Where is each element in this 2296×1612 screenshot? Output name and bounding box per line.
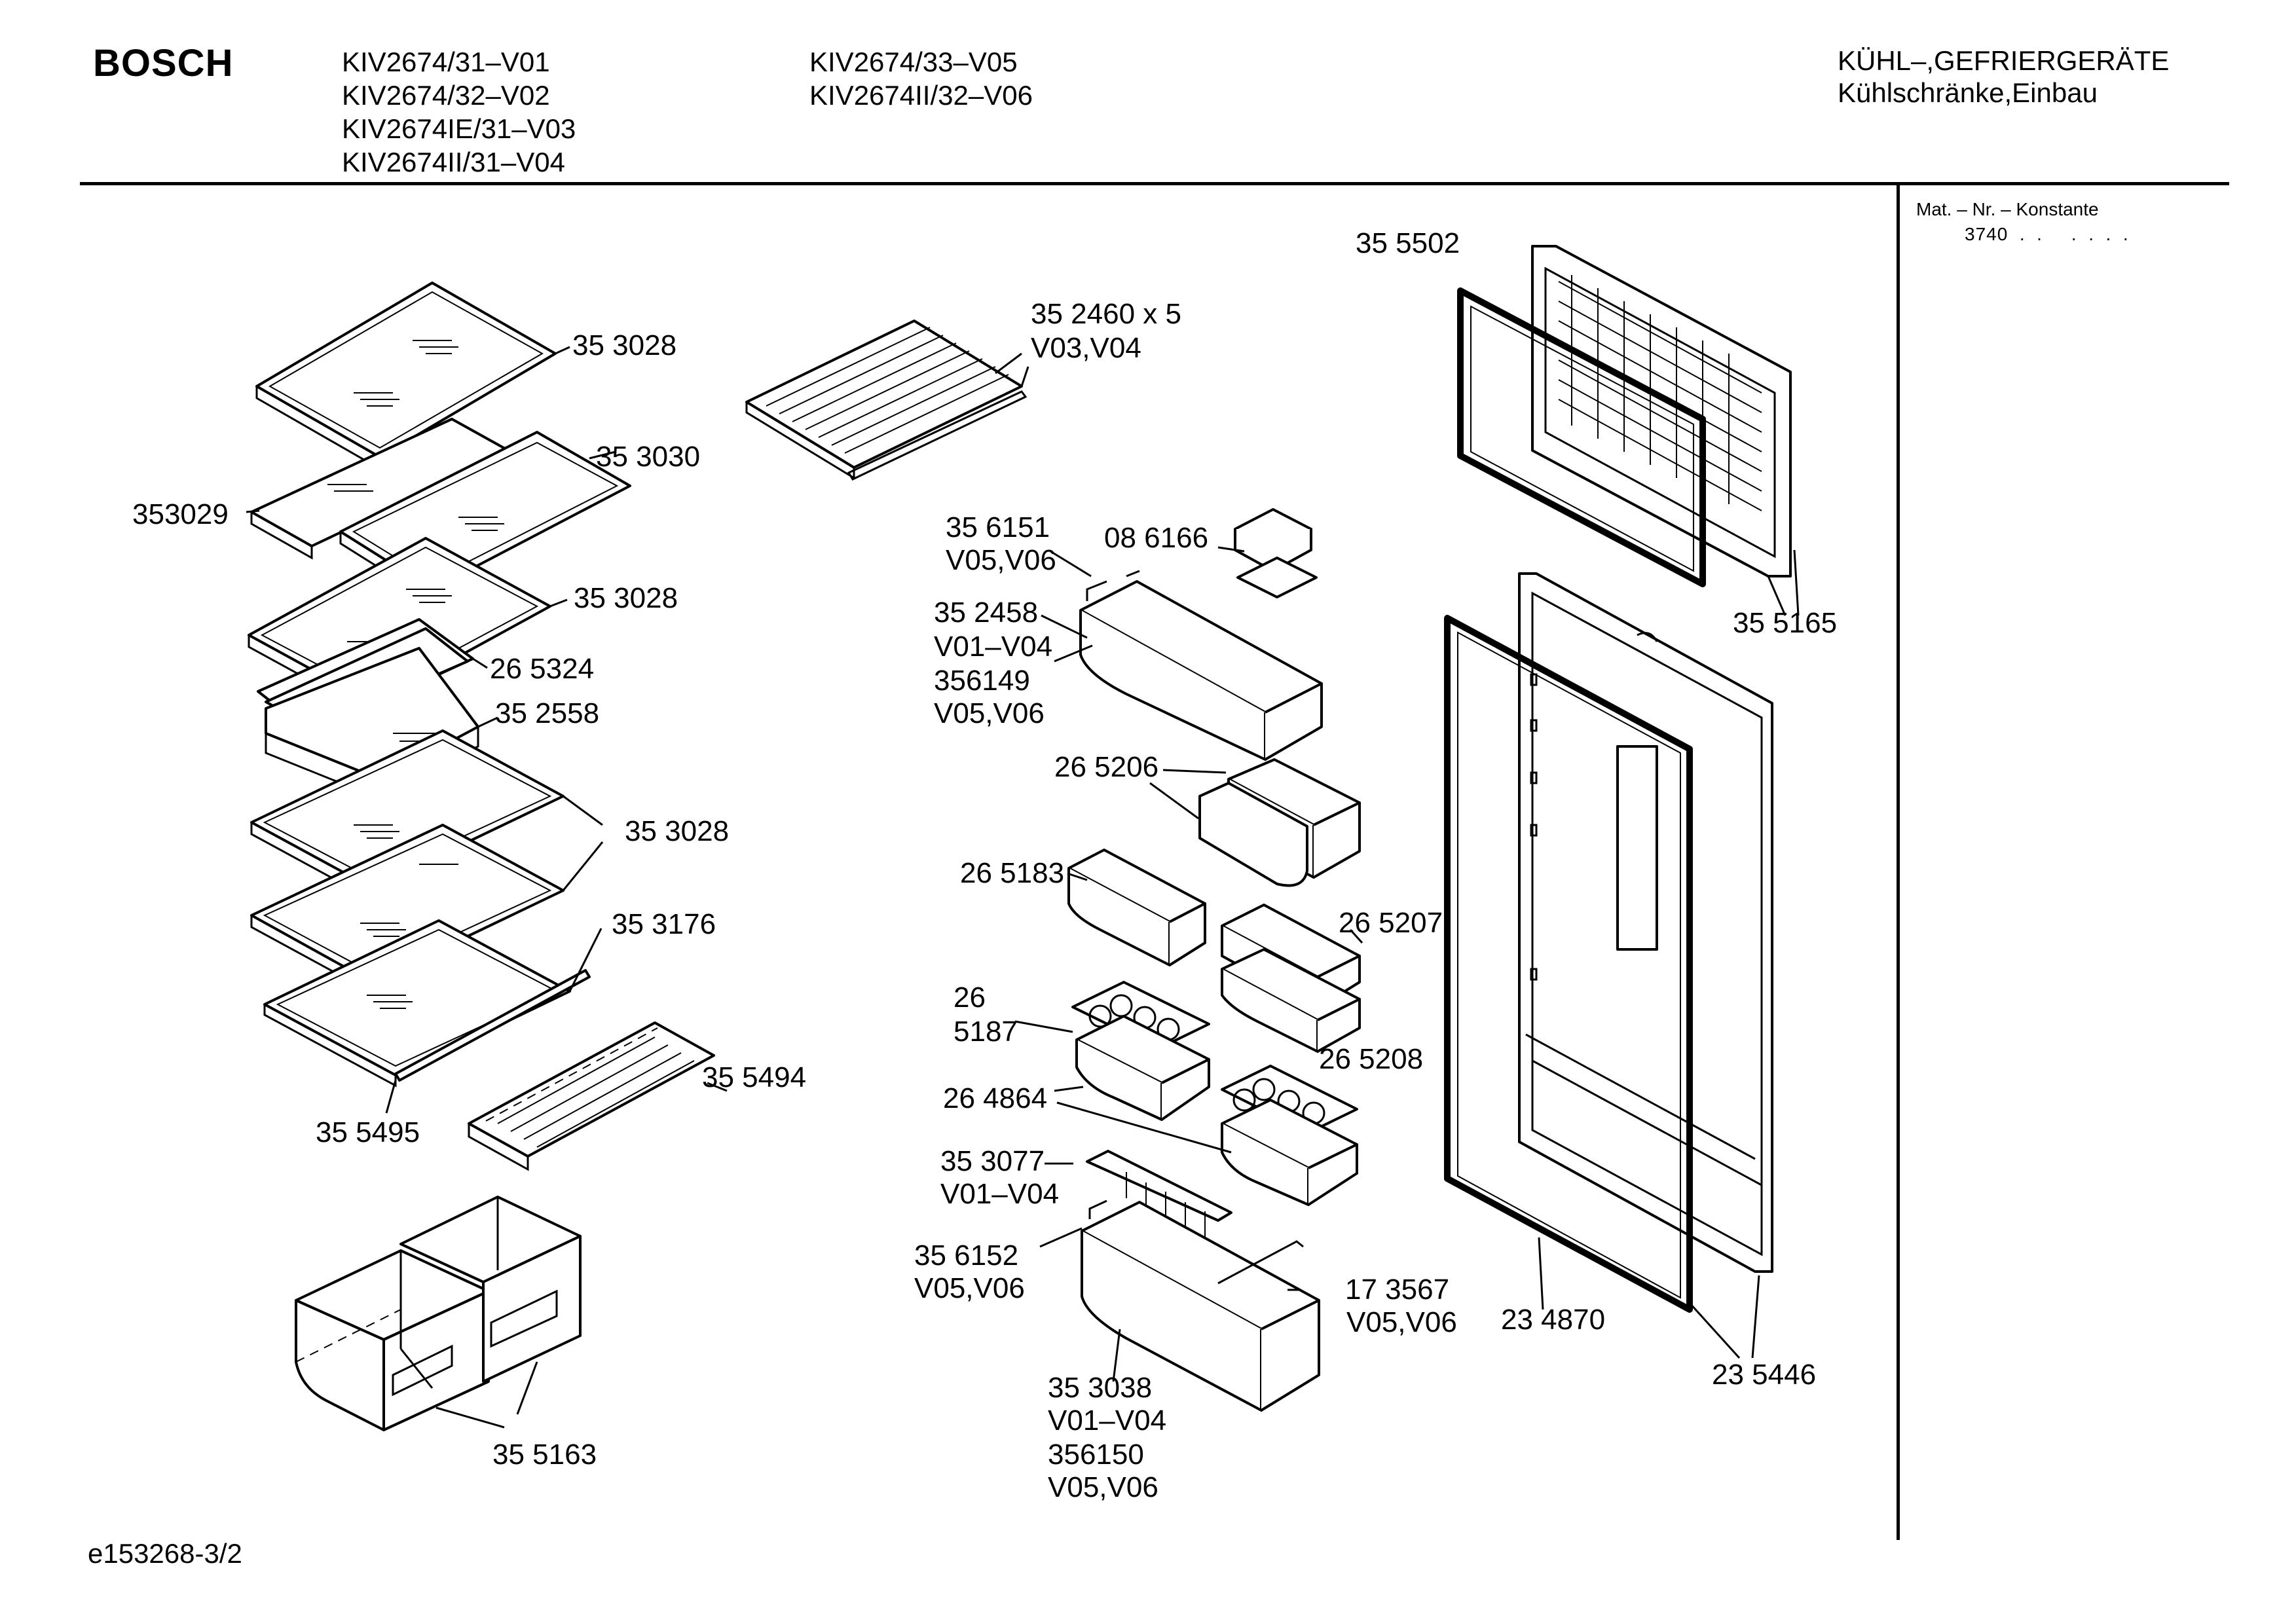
part-label: 35 5495 [316, 1116, 420, 1148]
model-number: KIV2674/31–V01 [342, 46, 550, 77]
brand-logo: BOSCH [93, 42, 234, 84]
part-label: 35 3028 [574, 582, 678, 614]
bin-small-left [1067, 849, 1206, 966]
part-label: V01–V04 [940, 1178, 1059, 1210]
freezer-door-gasket [1457, 287, 1706, 587]
part-label: 35 3077— [940, 1145, 1073, 1177]
model-number: KIV2674/33–V05 [809, 46, 1018, 77]
part-label: V05,V06 [946, 544, 1056, 576]
part-label: 26 4864 [943, 1082, 1047, 1114]
part-label: 356150 [1048, 1438, 1144, 1471]
leader-lines [246, 346, 1800, 1429]
bin-pair-right [1221, 904, 1361, 1053]
model-number: KIV2674II/32–V06 [809, 80, 1033, 111]
fridge-door [1518, 572, 1773, 1273]
part-label: V01–V04 [934, 631, 1052, 663]
part-label: 35 3038 [1048, 1372, 1152, 1404]
part-label: 35 2460 x 5 [1031, 298, 1181, 330]
drawing-id: e153268-3/2 [88, 1538, 242, 1569]
part-label: 26 5324 [490, 653, 594, 685]
part-label: 5187 [954, 1016, 1018, 1048]
part-label: 35 5494 [702, 1061, 806, 1093]
model-number: KIV2674IE/31–V03 [342, 113, 576, 144]
part-label: 23 5446 [1712, 1359, 1816, 1391]
category-title: KÜHL–,GEFRIERGERÄTE [1838, 45, 2170, 76]
part-label: 26 5183 [960, 857, 1064, 889]
vegetable-drawer-front [295, 1249, 490, 1431]
bottle-retainer [1086, 1150, 1232, 1237]
model-number: KIV2674/32–V02 [342, 80, 550, 111]
wire-shelf [745, 320, 1028, 481]
sidebar-divider [1897, 183, 1900, 1540]
part-label: 35 3176 [612, 908, 716, 940]
part-label: V05,V06 [1048, 1471, 1158, 1503]
part-label: 35 2458 [934, 596, 1038, 629]
material-number-label: Mat. – Nr. – Konstante [1916, 199, 2099, 219]
model-number: KIV2674II/31–V04 [342, 147, 565, 177]
part-label: 353029 [132, 498, 229, 530]
header-divider [80, 182, 2229, 185]
door-shelf-top [1079, 570, 1323, 761]
part-label: 26 5207 [1339, 907, 1443, 939]
part-label: V03,V04 [1031, 332, 1141, 364]
part-label: 35 6151 [946, 511, 1050, 543]
part-label: 35 3028 [572, 329, 676, 361]
part-label: V05,V06 [914, 1272, 1025, 1304]
part-label: V01–V04 [1048, 1404, 1166, 1437]
part-label: 35 5502 [1356, 227, 1460, 259]
part-label: 35 2558 [495, 697, 599, 729]
part-label: 26 [954, 981, 986, 1014]
part-label: 35 5165 [1733, 607, 1837, 639]
material-number-value: 3740 . . . . . . [1965, 224, 2129, 244]
part-label: 35 6152 [914, 1239, 1018, 1272]
bin-large [1198, 758, 1361, 887]
freezer-door [1531, 245, 1792, 577]
part-label: 17 3567 [1345, 1273, 1449, 1306]
part-label: 35 3030 [596, 441, 700, 473]
part-label: 26 5206 [1054, 751, 1158, 783]
part-label: 35 5163 [492, 1438, 597, 1471]
part-label: 08 6166 [1104, 522, 1208, 554]
part-label: V05,V06 [934, 697, 1045, 729]
egg-tray-left [1071, 981, 1210, 1121]
small-box [1234, 508, 1318, 598]
part-label: 356149 [934, 665, 1030, 697]
part-label: 35 3028 [625, 815, 729, 847]
part-label: 26 5208 [1319, 1043, 1423, 1075]
category-subtitle: Kühlschränke,Einbau [1838, 77, 2098, 108]
part-label: 23 4870 [1501, 1304, 1605, 1336]
fridge-door-gasket [1444, 615, 1693, 1313]
grille-cover [468, 1021, 715, 1171]
part-label: V05,V06 [1346, 1306, 1457, 1338]
bottle-shelf-bottom [1081, 1200, 1320, 1412]
egg-tray-right [1221, 1065, 1358, 1206]
vegetable-drawer-rear [399, 1196, 582, 1383]
shelf-trim-strip [394, 969, 591, 1082]
